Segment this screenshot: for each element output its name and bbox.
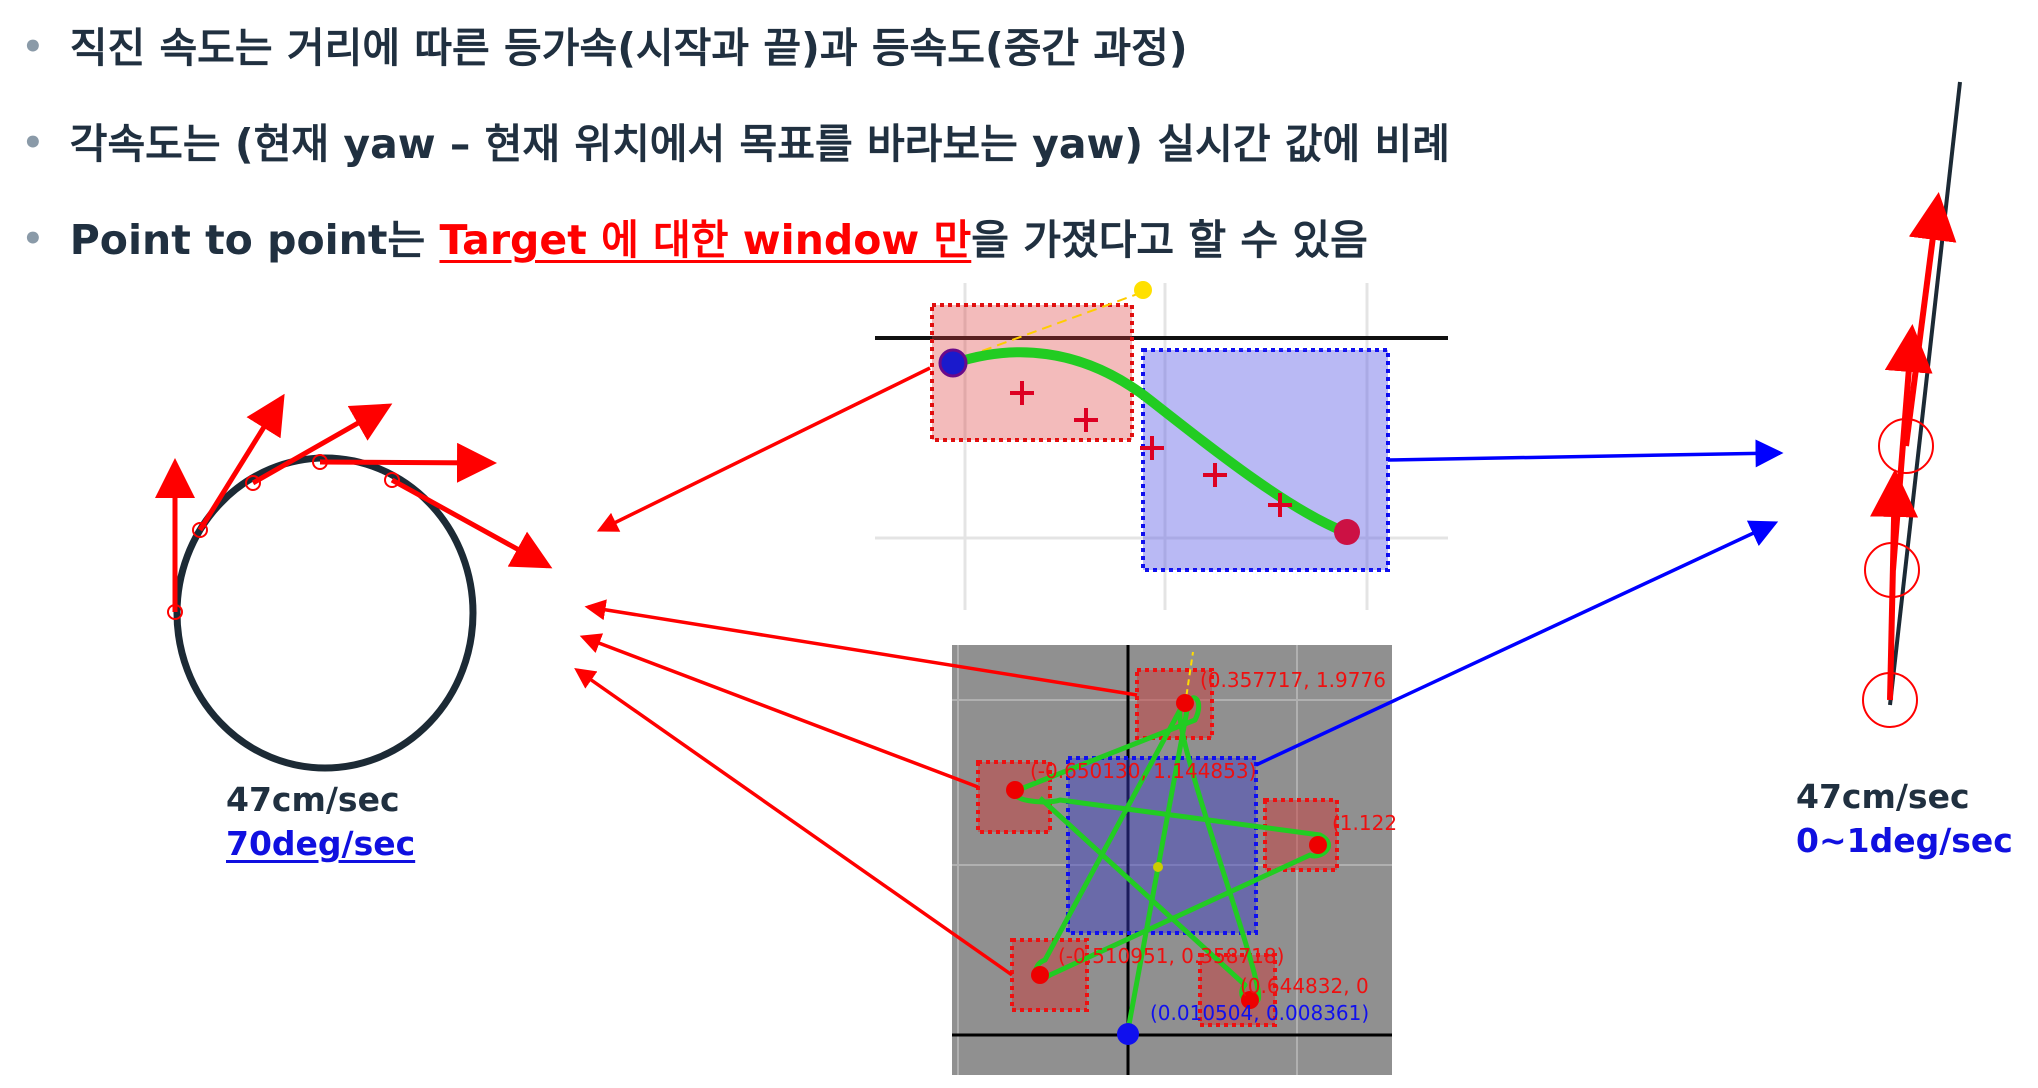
- left-speed-label: 47cm/sec: [226, 780, 400, 819]
- waypoint-cross: [1140, 436, 1164, 460]
- waypoint-marker: [312, 454, 328, 470]
- red-connector-arrow: [584, 599, 1138, 697]
- blue-connector-arrow: [1387, 439, 1784, 468]
- waypoint-marker: [192, 522, 208, 538]
- coord-label-lower-left: (-0.510951, 0.358718): [1058, 944, 1284, 968]
- heading-arrow: [1884, 324, 1933, 571]
- coord-label-right: (1.122: [1332, 811, 1397, 835]
- heading-dash: [951, 291, 1144, 363]
- right-speed-label: 47cm/sec: [1796, 777, 1970, 816]
- red-connector-arrow: [596, 366, 931, 532]
- target-window: [1198, 953, 1277, 1027]
- heading-arrows: [1870, 192, 1957, 701]
- bullet-1-text: 직진 속도는 거리에 따른 등가속(시작과 끝)과 등속도(중간 과정): [69, 24, 1188, 72]
- coord-label-origin: (0.010504, 0.008361): [1150, 1001, 1369, 1025]
- circle-trajectory-diagram: [155, 393, 553, 772]
- goal-point: [1309, 836, 1327, 854]
- coord-labels: (0.357717, 1.9776 (-0.650130, 1.144853) …: [1030, 668, 1397, 1025]
- straight-line-diagram: [1862, 81, 1962, 728]
- bullet-3-post: 을 가졌다고 할 수 있음: [971, 216, 1368, 264]
- goal-point: [1006, 781, 1024, 799]
- waypoint-circles: [1862, 418, 1934, 728]
- goal-point: [1031, 966, 1049, 984]
- bullet-2-text: 각속도는 (현재 yaw – 현재 위치에서 목표를 바라보는 yaw) 실시간…: [69, 120, 1450, 168]
- bullet-dot: •: [22, 123, 44, 163]
- coord-label-lower-right: (0.644832, 0: [1240, 974, 1369, 998]
- coord-label-upper-left: (-0.650130, 1.144853): [1030, 759, 1256, 783]
- bullet-dot: •: [22, 219, 44, 259]
- heading-arrow: [1903, 192, 1957, 447]
- red-connector-arrow: [579, 633, 979, 789]
- heading-arrow: [197, 393, 285, 532]
- waypoint-cross: [1010, 381, 1034, 405]
- heading-arrow: [1870, 469, 1919, 701]
- goal-point: [1241, 991, 1259, 1009]
- connector-arrows: [574, 366, 1784, 977]
- bullet-dot: •: [22, 27, 44, 67]
- waypoint-marker: [245, 475, 261, 491]
- blue-connector-arrow: [1255, 520, 1779, 767]
- p2p-window-diagram: [875, 281, 1448, 610]
- heading-arrow: [390, 477, 553, 569]
- waypoint-marker: [167, 604, 183, 620]
- star-path-diagram: (0.357717, 1.9776 (-0.650130, 1.144853) …: [952, 645, 1397, 1075]
- waypoint-cross: [1268, 493, 1292, 517]
- heading-arrow: [319, 442, 497, 483]
- bullet-3-highlight: Target 에 대한 window 만: [439, 216, 972, 264]
- straight-path: [1888, 81, 1962, 706]
- goal-points: [1006, 694, 1327, 1009]
- star-center: [1153, 862, 1163, 872]
- end-point: [1334, 519, 1360, 545]
- heading-arrows: [155, 393, 553, 612]
- heading-goal-dot: [1134, 281, 1152, 299]
- waypoint-markers: [167, 454, 400, 620]
- bullet-2: • 각속도는 (현재 yaw – 현재 위치에서 목표를 바라보는 yaw) 실시…: [22, 110, 1450, 170]
- bullet-3-pre: Point to point는: [69, 216, 440, 264]
- bullet-3: • Point to point는 Target 에 대한 window 만을 가…: [22, 206, 1368, 266]
- red-connector-arrow: [574, 667, 1014, 977]
- goal-point: [1176, 694, 1194, 712]
- bullet-1: • 직진 속도는 거리에 따른 등가속(시작과 끝)과 등속도(중간 과정): [22, 14, 1188, 74]
- start-point: [938, 348, 968, 378]
- origin-point: [1117, 1023, 1139, 1045]
- waypoint-cross: [1203, 463, 1227, 487]
- right-angular-label: 0~1deg/sec: [1796, 821, 2013, 860]
- waypoint-crosses: [1010, 381, 1292, 517]
- heading-arrow: [251, 403, 393, 486]
- waypoint-marker: [384, 472, 400, 488]
- circle-path: [173, 454, 477, 772]
- left-angular-label[interactable]: 70deg/sec: [226, 824, 416, 863]
- heading-dash: [1184, 651, 1194, 706]
- coord-label-top: (0.357717, 1.9776: [1200, 668, 1386, 692]
- waypoint-cross: [1074, 408, 1098, 432]
